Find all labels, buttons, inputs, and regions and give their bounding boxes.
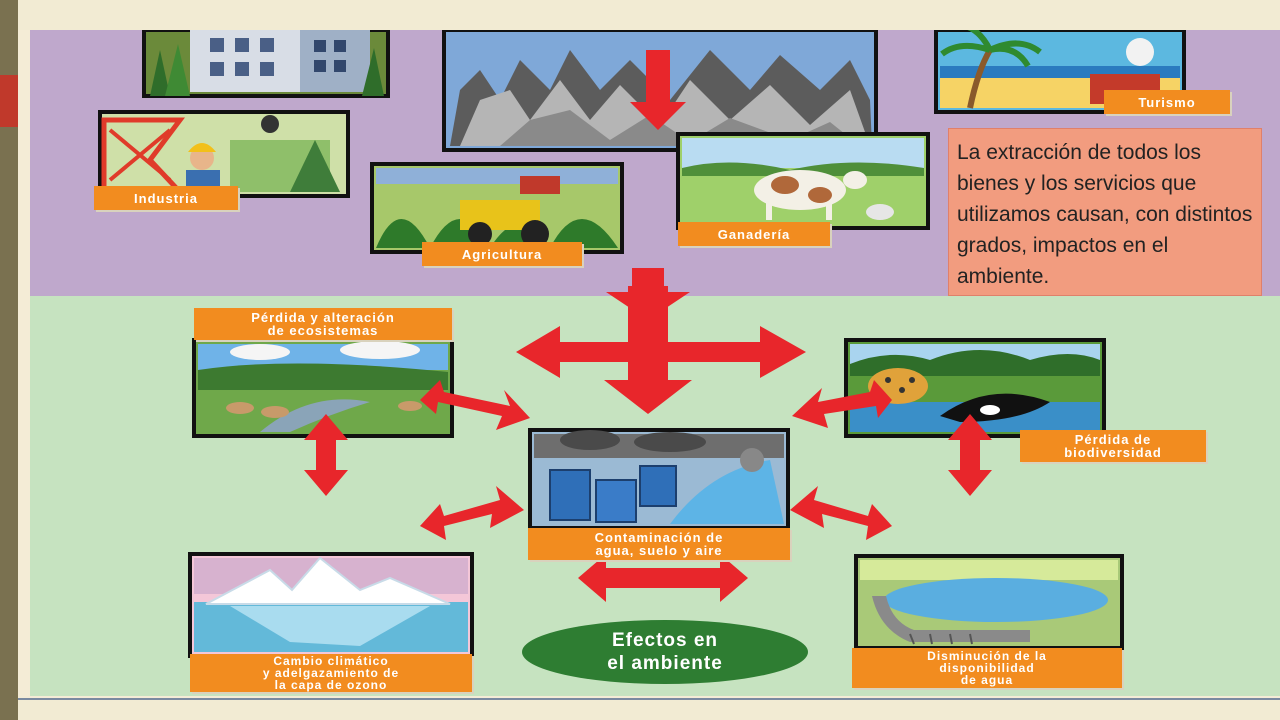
left-decorative-strip xyxy=(0,0,18,720)
label-ganaderia: Ganadería xyxy=(678,222,830,246)
label-line: Pérdida y alteración xyxy=(251,310,395,325)
iceberg-climate-image xyxy=(188,552,474,658)
ecosystem-landscape-image xyxy=(192,338,454,438)
illustrations-layer xyxy=(98,30,1186,658)
label-disminucion-agua: Disminución de la disponibilidad de agua xyxy=(852,648,1122,688)
arrow-center-to-water xyxy=(790,486,892,540)
label-line: y adelgazamiento de xyxy=(262,666,400,680)
top-bar xyxy=(18,0,1280,30)
pollution-barrels-image xyxy=(528,428,790,530)
effects-title-ellipse: Efectos en el ambiente xyxy=(522,620,808,684)
label-cambio-climatico: Cambio climático y adelgazamiento de la … xyxy=(190,654,472,692)
arrow-ecosystem-to-center xyxy=(420,380,530,430)
water-reservoir-image xyxy=(854,554,1124,650)
livestock-cow-image xyxy=(676,132,930,230)
people-crowd-image xyxy=(442,30,878,152)
label-agricultura: Agricultura xyxy=(422,242,582,266)
label-contaminacion: Contaminación de agua, suelo y aire xyxy=(528,528,790,560)
agriculture-tractor-image xyxy=(370,162,624,254)
label-line: Disminución de la xyxy=(927,649,1047,663)
label-industria: Industria xyxy=(94,186,238,210)
label-line: disponibilidad xyxy=(939,661,1035,675)
effects-title-line1: Efectos en xyxy=(611,630,719,651)
arrow-ecosystem-vertical xyxy=(304,414,348,496)
info-text-box: La extracción de todos los bienes y los … xyxy=(948,128,1262,296)
label-line: de ecosistemas xyxy=(267,323,379,338)
label-perdida-ecosistemas: Pérdida y alteración de ecosistemas xyxy=(194,308,452,340)
arrow-center-to-climate xyxy=(420,486,524,540)
arrow-cross-center xyxy=(516,286,806,414)
arrow-biodiversity-to-center xyxy=(792,380,892,428)
industry-worker-image xyxy=(98,110,350,198)
slide-canvas: Turismo Industria Agricultura Ganadería … xyxy=(30,30,1280,696)
left-red-accent xyxy=(0,75,18,127)
label-line: biodiversidad xyxy=(1064,445,1162,460)
label-line: de agua xyxy=(960,673,1014,687)
bottom-bar xyxy=(18,698,1280,720)
effects-title-line2: el ambiente xyxy=(607,653,723,674)
label-turismo: Turismo xyxy=(1104,90,1230,114)
label-line: Contaminación de xyxy=(594,530,724,545)
label-line: Pérdida de xyxy=(1074,432,1152,447)
label-perdida-biodiversidad: Pérdida de biodiversidad xyxy=(1020,430,1206,462)
arrow-horizontal-bottom xyxy=(578,554,748,602)
label-line: la capa de ozono xyxy=(274,678,388,692)
arrow-biodiversity-vertical xyxy=(948,414,992,496)
arrow-down-top xyxy=(630,50,686,130)
label-line: agua, suelo y aire xyxy=(595,543,723,558)
city-buildings-image xyxy=(142,30,390,98)
label-line: Cambio climático xyxy=(273,654,389,668)
